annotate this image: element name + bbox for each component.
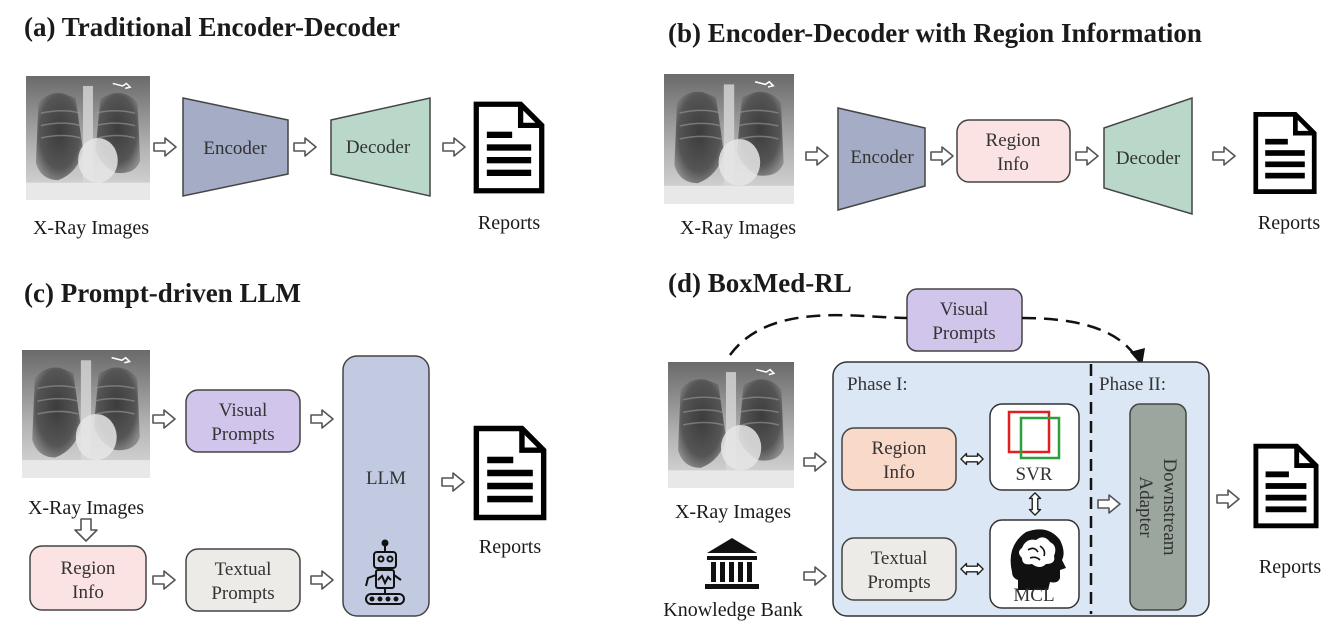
hollow-arrow-icon: [310, 570, 334, 590]
panel-c: (c) Prompt-driven LLM X-Ray Images Regio…: [22, 278, 544, 617]
visual-line2: Prompts: [211, 424, 274, 445]
region-info-box: [29, 545, 147, 611]
textual-line2: Prompts: [211, 583, 274, 604]
robot-icon: [365, 539, 405, 605]
decoder-label: Decoder: [346, 137, 411, 158]
hollow-arrow-icon: [803, 452, 827, 472]
svr-red-box: [1007, 410, 1051, 454]
hollow-arrow-icon: [442, 137, 466, 157]
panel-b-title: (b) Encoder-Decoder with Region Informat…: [668, 18, 1202, 48]
hollow-arrow-icon: [152, 409, 176, 429]
panel-b: (b) Encoder-Decoder with Region Informat…: [664, 18, 1320, 239]
chest-xray-icon: [667, 362, 795, 488]
visual-line2: Prompts: [932, 323, 995, 344]
xray-label: X-Ray Images: [675, 501, 791, 523]
dashed-connector: [728, 313, 908, 356]
decoder-block: [330, 97, 431, 197]
chest-xray-icon: [26, 75, 150, 201]
xray-label: X-Ray Images: [28, 497, 144, 519]
llm-block: [342, 355, 430, 617]
visual-line1: Visual: [940, 299, 988, 320]
adapter-line1: Downstream: [1159, 458, 1180, 555]
visual-prompts-box: [185, 389, 301, 453]
encoder-block: [837, 107, 926, 211]
textual-line1: Textual: [215, 559, 272, 580]
region-line2: Info: [883, 462, 915, 483]
xray-label: X-Ray Images: [680, 217, 796, 239]
hollow-arrow-icon: [803, 566, 827, 586]
reports-label: Reports: [478, 212, 540, 234]
mcl-label: MCL: [1013, 585, 1054, 606]
adapter-line2: Adapter: [1135, 476, 1156, 538]
dashed-connector: [1021, 316, 1140, 361]
hollow-arrow-icon: [310, 409, 334, 429]
encoder-label: Encoder: [850, 147, 914, 168]
reports-label: Reports: [1259, 556, 1321, 578]
region-line1: Region: [872, 438, 927, 459]
svr-green-box: [1019, 416, 1061, 460]
region-line1: Region: [61, 558, 116, 579]
decoder-block: [1103, 96, 1193, 216]
decoder-label: Decoder: [1116, 148, 1181, 169]
panel-d-title: (d) BoxMed-RL: [668, 268, 852, 298]
hollow-arrow-down-icon: [74, 518, 98, 542]
hollow-arrow-icon: [805, 146, 829, 166]
textual-line2: Prompts: [867, 572, 930, 593]
encoder-block: [182, 97, 289, 197]
adapter-label-group: Downstream Adapter: [1135, 458, 1180, 555]
phase2-label: Phase II:: [1099, 374, 1166, 395]
reports-label: Reports: [479, 536, 541, 558]
document-icon: [1256, 446, 1316, 526]
chest-xray-icon: [22, 349, 150, 479]
hollow-arrow-icon: [930, 146, 954, 166]
hollow-arrow-icon: [152, 570, 176, 590]
reports-label: Reports: [1258, 212, 1320, 234]
textual-prompts-box: [185, 548, 301, 612]
svr-label: SVR: [1016, 464, 1053, 485]
hollow-arrow-icon: [441, 472, 465, 492]
knowledge-bank-label: Knowledge Bank: [663, 599, 802, 621]
region-line2: Info: [72, 582, 104, 603]
hollow-arrow-icon: [1216, 489, 1240, 509]
panel-a-title: (a) Traditional Encoder-Decoder: [24, 12, 400, 42]
phase1-label: Phase I:: [847, 374, 908, 395]
hollow-arrow-icon: [293, 137, 317, 157]
svr-box: [989, 403, 1080, 491]
document-icon: [476, 104, 541, 191]
hollow-arrow-icon: [1075, 146, 1099, 166]
downstream-adapter-block: [1129, 403, 1187, 611]
region-line2: Info: [997, 154, 1029, 175]
panel-a: (a) Traditional Encoder-Decoder X-Ray Im…: [24, 12, 542, 239]
llm-label: LLM: [366, 468, 406, 489]
textual-line1: Textual: [871, 548, 928, 569]
document-icon: [476, 428, 543, 517]
panel-c-title: (c) Prompt-driven LLM: [24, 278, 301, 308]
brain-head-icon: [1010, 529, 1066, 590]
hollow-arrow-icon: [153, 137, 177, 157]
encoder-label: Encoder: [203, 138, 267, 159]
textual-prompts-box: [841, 537, 957, 601]
region-info-box: [841, 427, 957, 491]
panel-d: (d) BoxMed-RL Visual Prompts X-Ray Image…: [663, 268, 1321, 621]
bank-icon: [705, 538, 759, 589]
region-line1: Region: [986, 130, 1041, 151]
region-info-box: [956, 119, 1071, 183]
visual-line1: Visual: [219, 400, 267, 421]
chest-xray-icon: [664, 73, 794, 205]
hollow-arrow-icon: [1212, 146, 1236, 166]
visual-prompts-box: [906, 288, 1023, 352]
document-icon: [1256, 114, 1314, 191]
xray-label: X-Ray Images: [33, 217, 149, 239]
